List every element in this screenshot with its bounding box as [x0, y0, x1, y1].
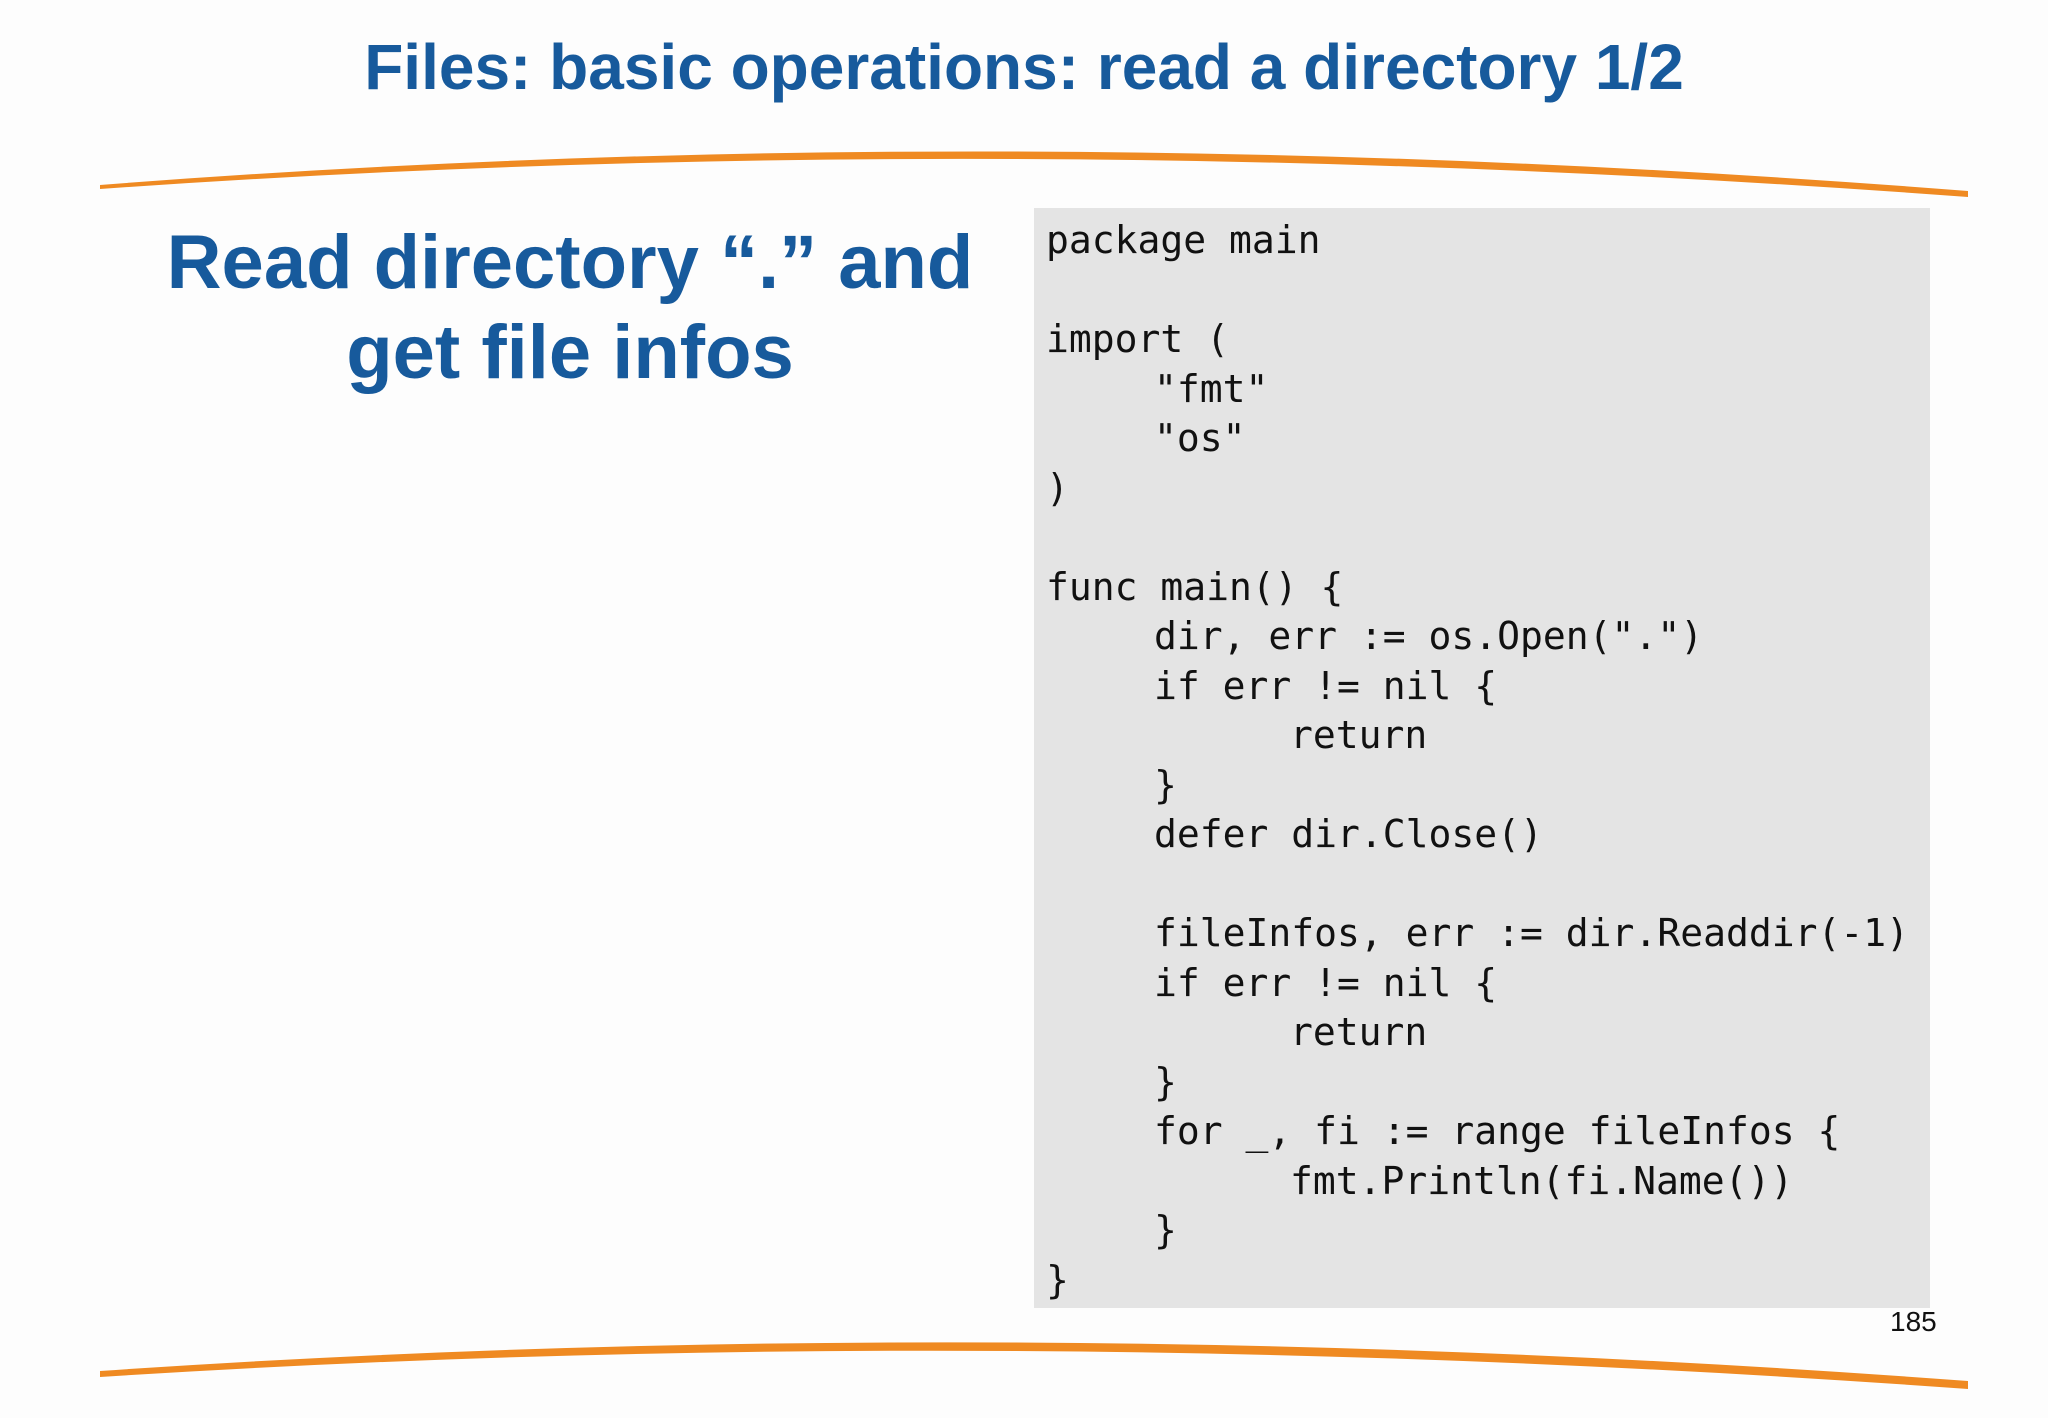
code-line: "fmt" — [1154, 366, 1269, 411]
code-line: func main() { — [1046, 564, 1344, 609]
slide-title: Files: basic operations: read a director… — [364, 31, 1684, 103]
code-line: ) — [1046, 465, 1069, 510]
code-line: "os" — [1154, 416, 1246, 460]
code-block: package main import ( "fmt" "os") func main(… — [1034, 208, 1930, 1308]
code-line — [1046, 266, 1930, 316]
code-line: import ( — [1046, 317, 1230, 361]
bottom-swoosh-divider — [100, 1342, 1968, 1389]
code-line: } — [1154, 1059, 1177, 1104]
page-number: 185 — [1890, 1306, 1937, 1337]
code-line: dir, err := os.Open(".") — [1154, 614, 1704, 658]
code-line: if err != nil { — [1154, 663, 1498, 708]
code-line: return — [1290, 713, 1428, 757]
code-line: } — [1154, 1208, 1177, 1252]
code-line: defer dir.Close() — [1154, 812, 1543, 856]
slide-heading: Read directory “.” and get file infos — [100, 218, 1040, 398]
heading-line-1: Read directory “.” and — [166, 220, 974, 305]
top-swoosh-divider — [100, 151, 1968, 197]
code-line: } — [1154, 762, 1177, 807]
code-line: for _, fi := range fileInfos { — [1154, 1109, 1841, 1153]
code-line: fmt.Println(fi.Name()) — [1290, 1158, 1794, 1203]
code-line: if err != nil { — [1154, 960, 1498, 1005]
code-line — [1046, 513, 1930, 563]
code-line: package main — [1046, 218, 1321, 262]
code-line: fileInfos, err := dir.Readdir(-1) — [1154, 911, 1909, 955]
heading-line-2: get file infos — [346, 310, 794, 395]
code-line: } — [1046, 1257, 1069, 1302]
code-line: return — [1290, 1010, 1428, 1054]
code-line — [1046, 860, 1930, 910]
